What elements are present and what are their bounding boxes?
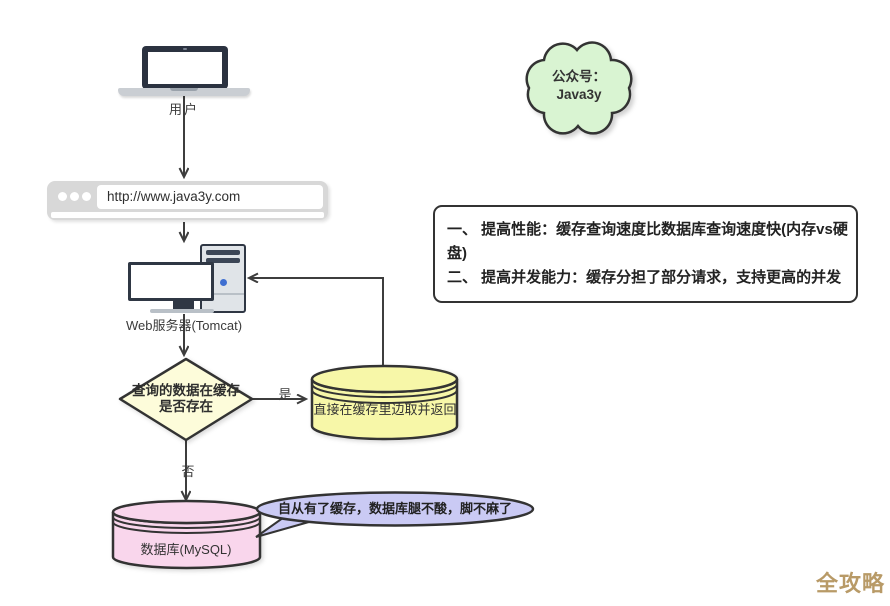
speech-bubble-text: 自从有了缓存，数据库腿不酸，脚不麻了 (277, 501, 512, 516)
database-label: 数据库(MySQL) (140, 542, 232, 557)
browser-bar: http://www.java3y.com (47, 181, 328, 220)
benefit-line: 二、 提高并发能力：缓存分担了部分请求，支持更高的并发 (447, 269, 842, 286)
speech-bubble (255, 491, 535, 538)
edge-label-yes: 是 (278, 387, 292, 402)
cache-cylinder (310, 364, 459, 441)
cloud-label: 公众号： Java3y (528, 68, 630, 104)
benefit-line: 一、 提高性能：缓存查询速度比数据库查询速度快(内存vs硬 (447, 221, 848, 238)
laptop-screen (148, 52, 222, 84)
server-label: Web服务器(Tomcat) (125, 318, 243, 333)
monitor-icon (128, 262, 214, 301)
tower-power-led (220, 279, 227, 286)
database-cylinder (111, 499, 262, 570)
browser-bottom-strip (51, 212, 324, 218)
server-tower-icon (200, 244, 246, 313)
decision-label-line1: 查询的数据在缓存 (132, 383, 240, 398)
tower-divider (202, 293, 244, 295)
edge-label-no: 否 (181, 464, 195, 479)
tower-vent-stripe (206, 258, 240, 263)
benefit-line: 盘) (447, 245, 467, 262)
browser-dot (70, 192, 79, 201)
address-bar[interactable]: http://www.java3y.com (97, 185, 323, 209)
monitor-base (150, 309, 214, 313)
cloud-label-line1: 公众号： (552, 69, 606, 84)
watermark-text: 全攻略 (816, 571, 886, 596)
tower-vent-stripe (206, 250, 240, 255)
laptop-notch (170, 88, 198, 91)
laptop-camera-dot (183, 48, 187, 50)
benefits-note-box: 一、 提高性能：缓存查询速度比数据库查询速度快(内存vs硬 盘) 二、 提高并发… (433, 205, 858, 303)
browser-dot (82, 192, 91, 201)
laptop-icon (142, 46, 228, 89)
user-label: 用户 (168, 102, 199, 117)
decision-diamond (118, 357, 254, 442)
laptop-base (118, 88, 250, 96)
decision-label: 查询的数据在缓存 是否存在 (114, 383, 258, 415)
edge-cache-to-server (249, 278, 384, 367)
monitor-stand (173, 300, 194, 310)
cloud-label-line2: Java3y (556, 87, 602, 102)
browser-dot (58, 192, 67, 201)
decision-label-line2: 是否存在 (159, 399, 213, 414)
cache-label: 直接在缓存里边取并返回 (313, 402, 457, 417)
cloud-shape (525, 41, 633, 135)
